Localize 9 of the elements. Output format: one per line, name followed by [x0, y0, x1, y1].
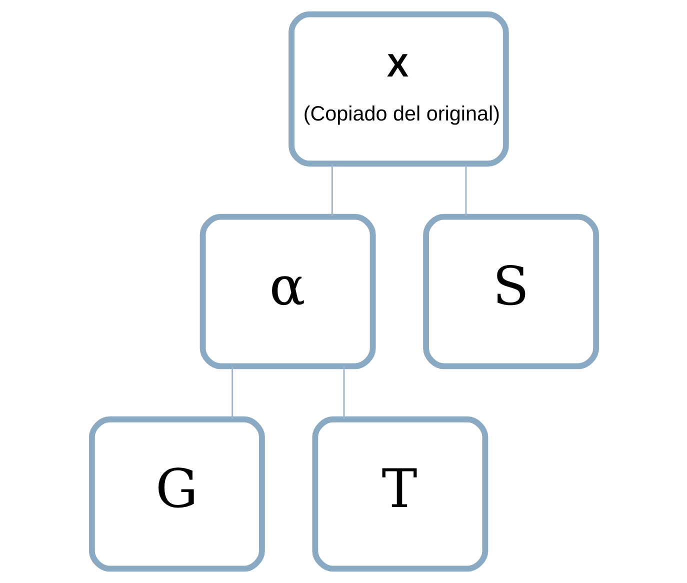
connector	[342, 366, 344, 419]
node-box: α	[199, 214, 376, 370]
node-box: T	[312, 416, 488, 572]
node-box: X (Copiado del original)	[288, 11, 508, 167]
connector	[464, 164, 466, 216]
connector	[231, 366, 233, 419]
node-box: G	[88, 416, 264, 572]
connector	[330, 164, 332, 216]
node-box: S	[422, 214, 599, 370]
